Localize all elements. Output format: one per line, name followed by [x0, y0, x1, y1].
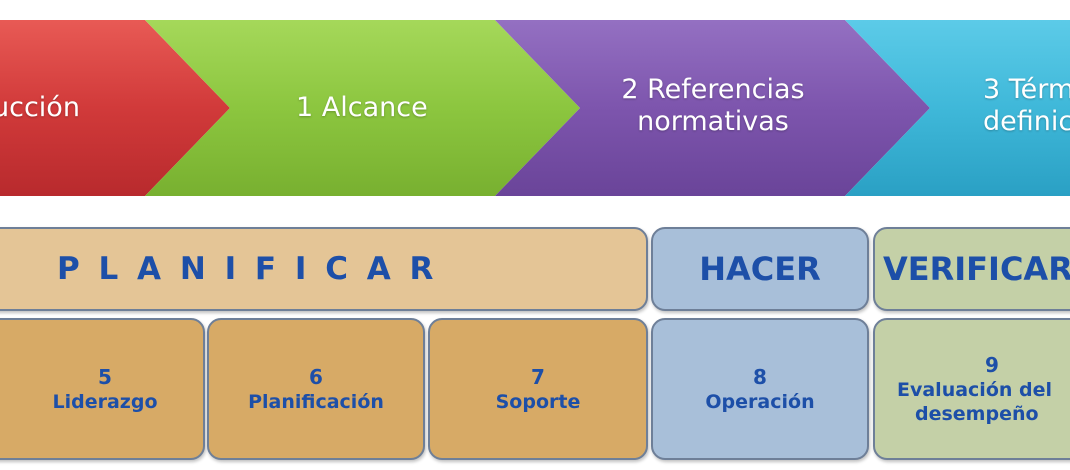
phase-planificar: P L A N I F I C A R — [0, 227, 648, 311]
clause-8-operacion: 8 Operación — [651, 318, 869, 460]
clause-6-planificacion: 6 Planificación — [207, 318, 425, 460]
clause-label: desempeño — [915, 403, 1039, 425]
step-arrow-introduccion — [0, 20, 230, 196]
step-label-line: 3 Térm — [983, 74, 1070, 105]
clause-label: Liderazgo — [52, 391, 158, 413]
step-label-alcance: 1 Alcance — [296, 92, 428, 124]
step-arrow-referencias — [495, 20, 930, 196]
phase-label: VERIFICAR — [883, 250, 1070, 288]
step-label-line: definic — [983, 106, 1070, 137]
clause-label: Evaluación del — [897, 379, 1053, 401]
step-label-terminos: 3 Térm definic — [983, 74, 1070, 138]
phase-label: HACER — [699, 250, 821, 288]
clause-label: Planificación — [248, 391, 384, 413]
step-label-line: 1 Alcance — [296, 92, 428, 123]
step-label-line: 2 Referencias — [621, 74, 805, 105]
clause-number: 7 — [531, 365, 545, 389]
step-label-line: normativas — [637, 106, 789, 137]
step-label-introduccion: ucción — [0, 92, 80, 124]
step-label-line: ucción — [0, 92, 80, 123]
clause-number: 6 — [309, 365, 323, 389]
clause-5-liderazgo: 5 Liderazgo — [0, 318, 205, 460]
process-arrows — [0, 20, 1070, 196]
clause-number: 5 — [98, 365, 112, 389]
phase-hacer: HACER — [651, 227, 869, 311]
clause-number: 8 — [753, 365, 767, 389]
clause-label: Soporte — [495, 391, 581, 413]
step-arrow-alcance — [145, 20, 580, 196]
step-arrow-terminos — [845, 20, 1070, 196]
clause-9-evaluacion: 9 Evaluación del desempeño — [873, 318, 1070, 460]
phase-label: P L A N I F I C A R — [57, 251, 438, 287]
clause-label: Operación — [705, 391, 815, 413]
step-label-referencias: 2 Referencias normativas — [618, 74, 808, 138]
clause-7-soporte: 7 Soporte — [428, 318, 648, 460]
phase-verificar: VERIFICAR — [873, 227, 1070, 311]
clause-number: 9 — [985, 353, 999, 377]
